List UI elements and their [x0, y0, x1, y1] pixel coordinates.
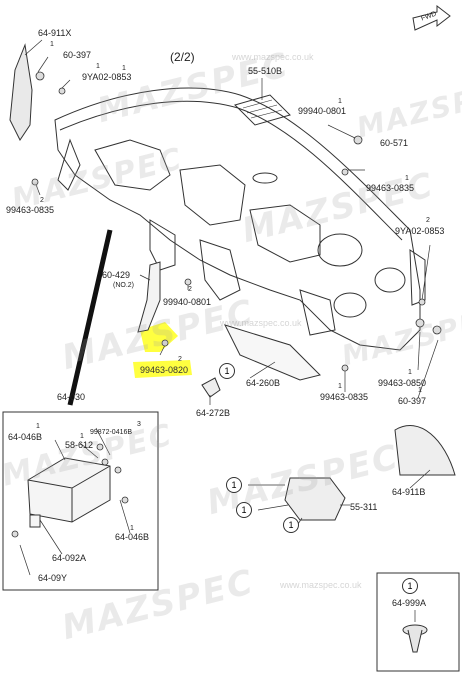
part-label: 64-046B: [8, 432, 43, 442]
part-label: 60-397: [63, 50, 92, 60]
qty-marker: 1: [80, 433, 84, 440]
part-label: 64-260B: [246, 378, 281, 388]
part-label: 99940-0801: [298, 106, 347, 116]
qty-marker: 2: [188, 286, 192, 293]
watermark-url: www.mazspec.co.uk: [280, 580, 362, 590]
callout-circle: 1: [226, 477, 242, 493]
lid-55-311: [284, 477, 346, 521]
qty-marker: 2: [40, 197, 44, 204]
qty-marker: 1: [338, 98, 342, 105]
dashboard-panel: [54, 87, 426, 351]
legend-box: [376, 572, 460, 672]
callout-circle: 1: [402, 578, 418, 594]
part-label: 60-571: [380, 138, 409, 148]
part-label: 9YA02-0853: [82, 72, 132, 82]
qty-marker: 1: [408, 369, 412, 376]
part-label: 99463-0835: [6, 205, 55, 215]
qty-marker: 2: [178, 356, 182, 363]
fwd-arrow-icon: [412, 4, 451, 31]
part-label: 64-999A: [392, 598, 427, 608]
left-end-cap: [9, 43, 33, 141]
right-end-cap: [394, 425, 456, 476]
qty-marker: 2: [426, 217, 430, 224]
speaker-grille: [234, 94, 291, 184]
glovebox-frame: [2, 411, 159, 591]
page-indicator: (2/2): [170, 50, 195, 64]
watermark-url: www.mazspec.co.uk: [232, 52, 314, 62]
part-label: 64-046B: [115, 532, 150, 542]
leader-lines: [19, 39, 439, 622]
clip-icon-legend: [402, 624, 428, 653]
part-label: 58-612: [65, 440, 94, 450]
part-label: 64-911B: [392, 487, 426, 497]
part-label: 60-429: [102, 270, 131, 280]
part-label: 55-510B: [248, 66, 283, 76]
part-label: 99463-0835: [320, 392, 369, 402]
part-label: 64-09Y: [38, 573, 68, 583]
part-label: 64-272B: [196, 408, 231, 418]
qty-marker: 1: [405, 175, 409, 182]
part-label: 99940-0801: [163, 297, 212, 307]
lower-panel: [224, 324, 321, 381]
qty-marker: 1: [130, 525, 134, 532]
qty-marker: 1: [338, 383, 342, 390]
qty-marker: 1: [122, 65, 126, 72]
bracket-no2: [137, 261, 161, 333]
qty-marker: 3: [137, 421, 141, 428]
highlight-marker: [133, 322, 192, 378]
part-label: 64-911X: [38, 28, 72, 38]
clip-64-272b: [201, 377, 221, 398]
qty-marker: 1: [50, 41, 54, 48]
callout-circle: 1: [219, 363, 235, 379]
part-label: (NO.2): [113, 282, 134, 289]
part-label: 64-030: [57, 392, 86, 402]
part-label: 60-397: [398, 396, 427, 406]
qty-marker: 1: [418, 387, 422, 394]
screws: [11, 71, 442, 538]
part-label: 99463-0835: [366, 183, 415, 193]
qty-marker: 1: [96, 63, 100, 70]
part-label: 9YA02-0853: [395, 226, 445, 236]
callout-circle: 1: [236, 502, 252, 518]
part-label: 64-092A: [52, 553, 87, 563]
highlighted-part-label: 99463-0820: [140, 365, 189, 375]
part-label: 55-311: [350, 502, 378, 512]
watermark-url: www.mazspec.co.uk: [220, 318, 302, 328]
qty-marker: 1: [36, 423, 40, 430]
part-label: 99872-0416B: [90, 429, 133, 436]
callout-circle: 1: [283, 517, 299, 533]
part-label: 99463-0850: [378, 378, 427, 388]
glovebox: [27, 457, 111, 528]
